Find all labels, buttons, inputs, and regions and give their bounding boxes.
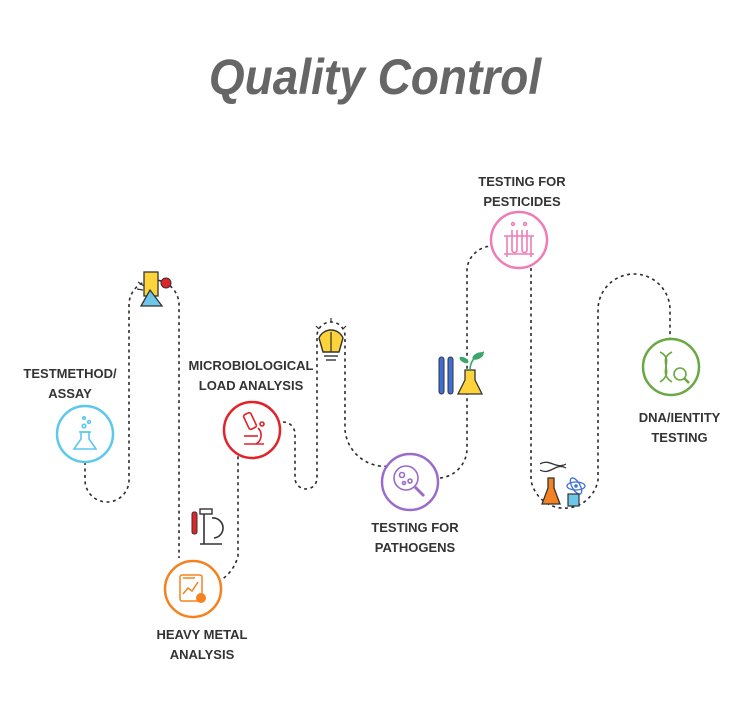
page-title: Quality Control bbox=[208, 49, 542, 105]
label-line-1: HEAVY METAL bbox=[156, 627, 248, 642]
step-circle-heavy-metal bbox=[163, 559, 223, 619]
label-line-2: PESTICIDES bbox=[483, 194, 561, 209]
label-pesticides: TESTING FOR PESTICIDES bbox=[462, 172, 582, 212]
label-microbiological: MICROBIOLOGICAL LOAD ANALYSIS bbox=[186, 356, 316, 396]
brain-bulb-icon bbox=[315, 318, 347, 361]
connector-path bbox=[84, 245, 671, 588]
label-pathogens: TESTING FOR PATHOGENS bbox=[355, 518, 475, 558]
label-line-2: LOAD ANALYSIS bbox=[198, 378, 304, 393]
label-line-2: ANALYSIS bbox=[169, 647, 235, 662]
flask-bubbles-icon bbox=[72, 415, 98, 450]
label-testmethod: TESTMETHOD/ ASSAY bbox=[15, 364, 125, 404]
label-line-1: TESTMETHOD/ bbox=[23, 366, 117, 381]
label-line-2: PATHOGENS bbox=[374, 540, 456, 555]
microscope-icon bbox=[242, 411, 265, 445]
test-tube-rack-icon bbox=[504, 221, 534, 257]
microscope-tube-icon bbox=[191, 508, 224, 545]
step-circle-testmethod bbox=[55, 404, 115, 464]
label-line-1: TESTING FOR bbox=[371, 520, 459, 535]
step-circle-dna bbox=[641, 337, 701, 397]
label-line-1: DNA/IENTITY bbox=[638, 410, 721, 425]
label-line-1: MICROBIOLOGICAL bbox=[188, 358, 314, 373]
petri-dish-magnifier-icon bbox=[393, 465, 426, 498]
label-dna: DNA/IENTITY TESTING bbox=[622, 408, 737, 448]
dna-magnifier-icon bbox=[659, 351, 690, 384]
label-line-2: TESTING bbox=[651, 430, 708, 445]
report-chart-icon bbox=[179, 574, 206, 603]
label-line-2: ASSAY bbox=[48, 386, 92, 401]
label-heavy-metal: HEAVY METAL ANALYSIS bbox=[142, 625, 262, 665]
step-circle-pesticides bbox=[489, 210, 549, 270]
label-line-1: TESTING FOR bbox=[478, 174, 566, 189]
dna-flask-atom-icon bbox=[539, 461, 586, 507]
step-circle-pathogens bbox=[380, 452, 440, 512]
plant-flask-tubes-icon bbox=[438, 351, 485, 395]
lab-beaker-flask-icon bbox=[136, 271, 172, 307]
step-circle-microbiological bbox=[222, 400, 282, 460]
